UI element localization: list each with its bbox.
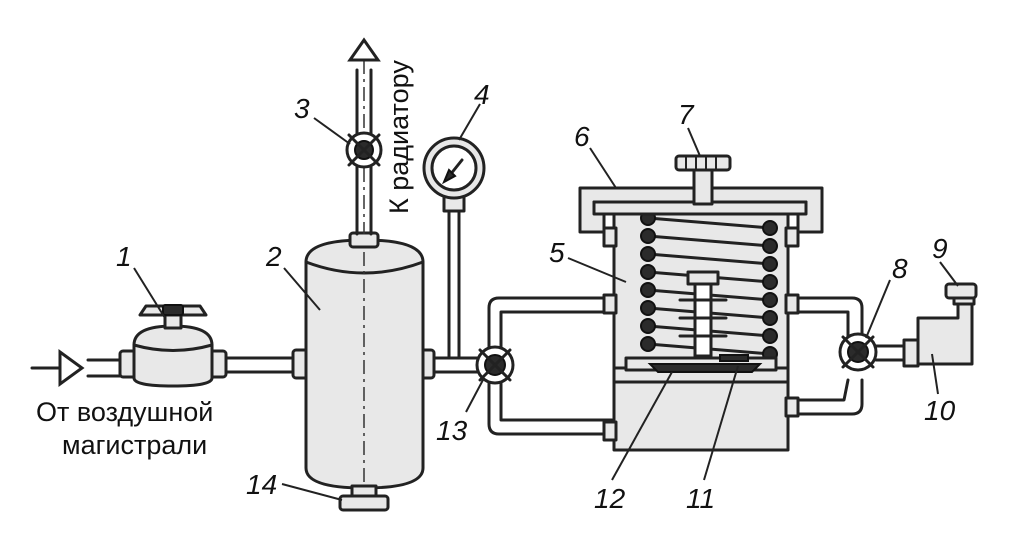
label-6: 6: [574, 121, 590, 152]
label-7: 7: [678, 99, 695, 130]
tested-device: [902, 282, 978, 368]
inlet-arrow: [30, 349, 124, 387]
label-5: 5: [549, 237, 565, 268]
label-10: 10: [924, 395, 956, 426]
label-14: 14: [246, 469, 277, 500]
label-3: 3: [294, 93, 310, 124]
adjusting-screw: [674, 154, 732, 206]
control-valve: [838, 332, 910, 372]
radiator-caption: К радиатору: [384, 60, 414, 214]
diaphragm: [624, 354, 778, 373]
inlet-caption-line2: магистрали: [62, 430, 207, 460]
label-11: 11: [686, 483, 715, 514]
stem: [678, 270, 728, 358]
three-way-valve: [475, 296, 614, 436]
label-4: 4: [474, 79, 490, 110]
air-receiver: [291, 238, 436, 490]
label-1: 1: [116, 241, 132, 272]
supply-valve: [118, 304, 228, 388]
radiator-valve: [345, 131, 383, 169]
label-2: 2: [265, 241, 282, 272]
label-8: 8: [892, 253, 908, 284]
frame: [578, 186, 824, 234]
label-13: 13: [436, 415, 468, 446]
label-12: 12: [594, 483, 626, 514]
pressure-gauge: [422, 136, 486, 360]
inlet-caption-line1: От воздушной: [36, 397, 213, 427]
drain-plug: [338, 484, 390, 512]
leader-lines: [133, 103, 959, 501]
label-9: 9: [932, 233, 948, 264]
